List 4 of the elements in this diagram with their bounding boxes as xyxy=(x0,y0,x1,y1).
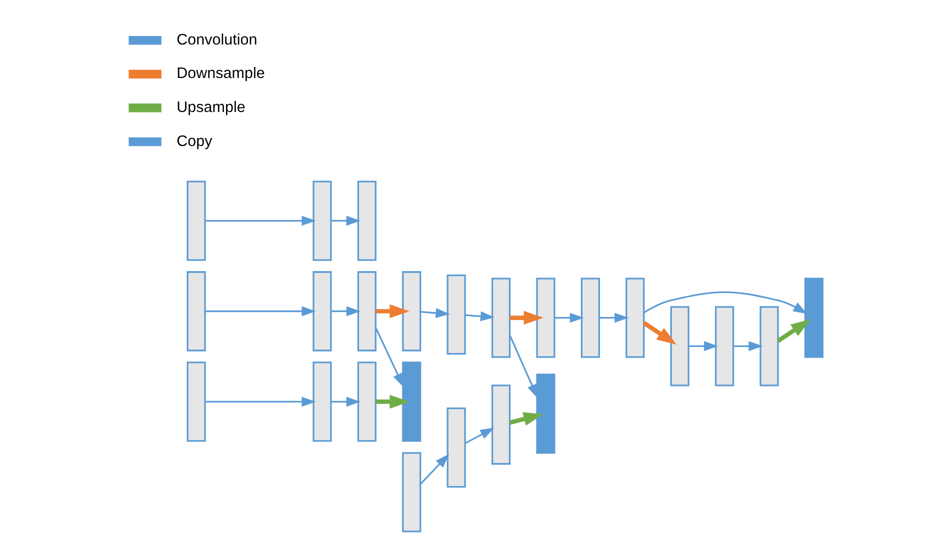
legend-label: Convolution xyxy=(176,31,257,48)
legend-label: Copy xyxy=(176,132,212,150)
legend-label: Upsample xyxy=(176,98,245,116)
legend-label: Downsample xyxy=(176,65,264,82)
